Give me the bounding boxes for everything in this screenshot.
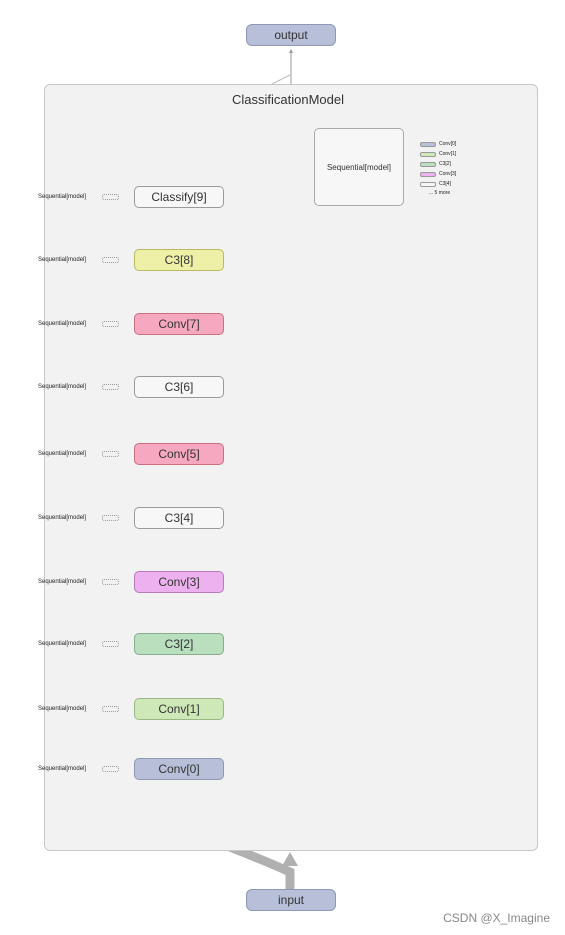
side-input-placeholder	[102, 451, 119, 457]
side-input-placeholder	[102, 194, 119, 200]
legend-label: Conv[0]	[439, 141, 457, 147]
graph-container	[44, 84, 538, 851]
legend-swatch	[420, 182, 436, 187]
side-input-placeholder	[102, 321, 119, 327]
graph-node[interactable]: C3[6]	[134, 376, 224, 398]
side-input-placeholder	[102, 766, 119, 772]
legend-label: C3[2]	[439, 161, 451, 167]
graph-title: ClassificationModel	[232, 92, 344, 107]
side-input-label: Sequential[model]	[38, 579, 87, 585]
legend-label: Conv[3]	[439, 171, 457, 177]
legend-swatch	[420, 142, 436, 147]
graph-node[interactable]: C3[4]	[134, 507, 224, 529]
footer-credit: CSDN @X_Imagine	[443, 911, 550, 925]
output-node[interactable]: output	[246, 24, 336, 46]
legend-label: Conv[1]	[439, 151, 457, 157]
graph-node[interactable]: Conv[5]	[134, 443, 224, 465]
sequential-summary-node[interactable]: Sequential[model]	[314, 128, 404, 206]
side-input-label: Sequential[model]	[38, 451, 87, 457]
legend-swatch	[420, 152, 436, 157]
side-input-label: Sequential[model]	[38, 194, 87, 200]
input-node[interactable]: input	[246, 889, 336, 911]
legend-more-label: ... 5 more	[429, 190, 451, 196]
side-input-label: Sequential[model]	[38, 321, 87, 327]
graph-node[interactable]: Conv[7]	[134, 313, 224, 335]
graph-node[interactable]: Conv[0]	[134, 758, 224, 780]
graph-node[interactable]: Conv[3]	[134, 571, 224, 593]
side-input-label: Sequential[model]	[38, 641, 87, 647]
legend-swatch	[420, 172, 436, 177]
side-input-placeholder	[102, 641, 119, 647]
graph-node[interactable]: C3[8]	[134, 249, 224, 271]
side-input-label: Sequential[model]	[38, 257, 87, 263]
graph-node[interactable]: Conv[1]	[134, 698, 224, 720]
side-input-placeholder	[102, 384, 119, 390]
graph-node[interactable]: Classify[9]	[134, 186, 224, 208]
legend-label: C3[4]	[439, 181, 451, 187]
side-input-label: Sequential[model]	[38, 515, 87, 521]
side-input-placeholder	[102, 257, 119, 263]
side-input-label: Sequential[model]	[38, 706, 87, 712]
side-input-placeholder	[102, 706, 119, 712]
side-input-placeholder	[102, 579, 119, 585]
graph-node[interactable]: C3[2]	[134, 633, 224, 655]
legend-swatch	[420, 162, 436, 167]
side-input-label: Sequential[model]	[38, 766, 87, 772]
side-input-placeholder	[102, 515, 119, 521]
side-input-label: Sequential[model]	[38, 384, 87, 390]
